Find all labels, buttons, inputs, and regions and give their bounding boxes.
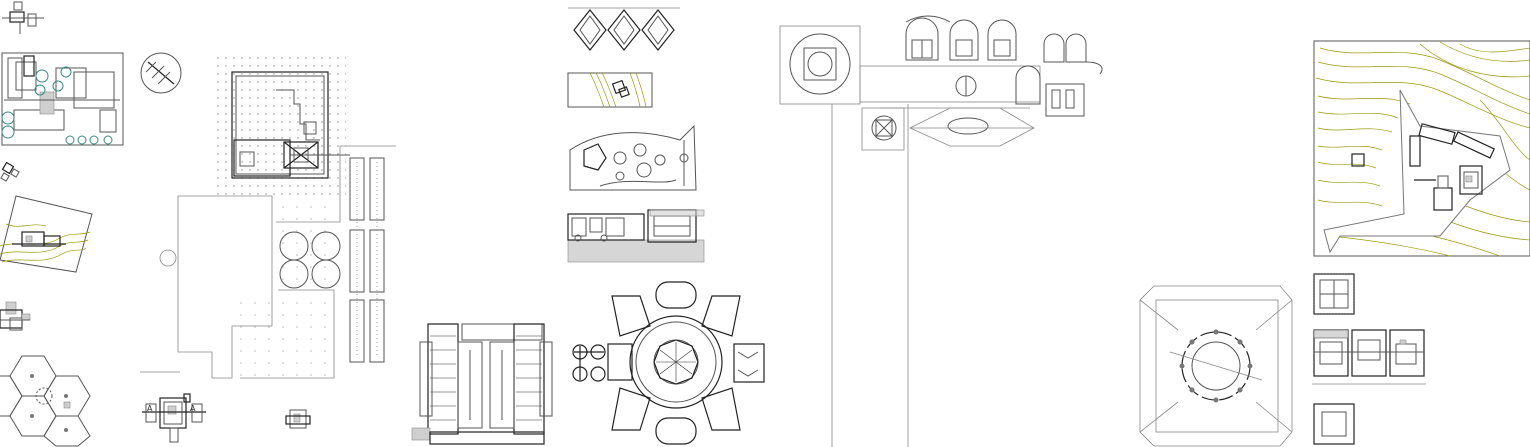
dormitory-plan <box>411 323 553 445</box>
square-cloister-plan <box>1139 285 1293 447</box>
svg-text:A: A <box>190 404 196 413</box>
house-on-slope <box>0 195 93 273</box>
site-plan-garden <box>1 52 124 146</box>
diamond-row <box>568 7 680 51</box>
compass-circle <box>140 52 182 94</box>
small-rotated-plan <box>0 161 20 182</box>
small-plans-stack <box>1312 273 1426 445</box>
pods <box>607 281 765 445</box>
topo-strip <box>567 72 653 108</box>
building-complex <box>1351 123 1496 211</box>
campus-grid-plan <box>140 55 396 379</box>
site-plan-top-left <box>2 1 44 34</box>
svg-text:A: A <box>147 404 153 413</box>
parking-rows <box>349 157 385 363</box>
monastic-long-axis-plan <box>779 15 1103 447</box>
radial-octagon-plan <box>572 281 765 445</box>
small-plan-with-gray <box>0 301 31 331</box>
arched-rooms <box>905 15 1103 75</box>
bottom-small-plan <box>285 409 311 429</box>
bottom-left-plan: A A <box>142 393 206 443</box>
hexagonal-cluster <box>0 355 91 447</box>
courtyard-garden <box>569 124 697 191</box>
mountain-topo-site <box>1313 40 1530 257</box>
elongated-building-section <box>567 209 705 263</box>
